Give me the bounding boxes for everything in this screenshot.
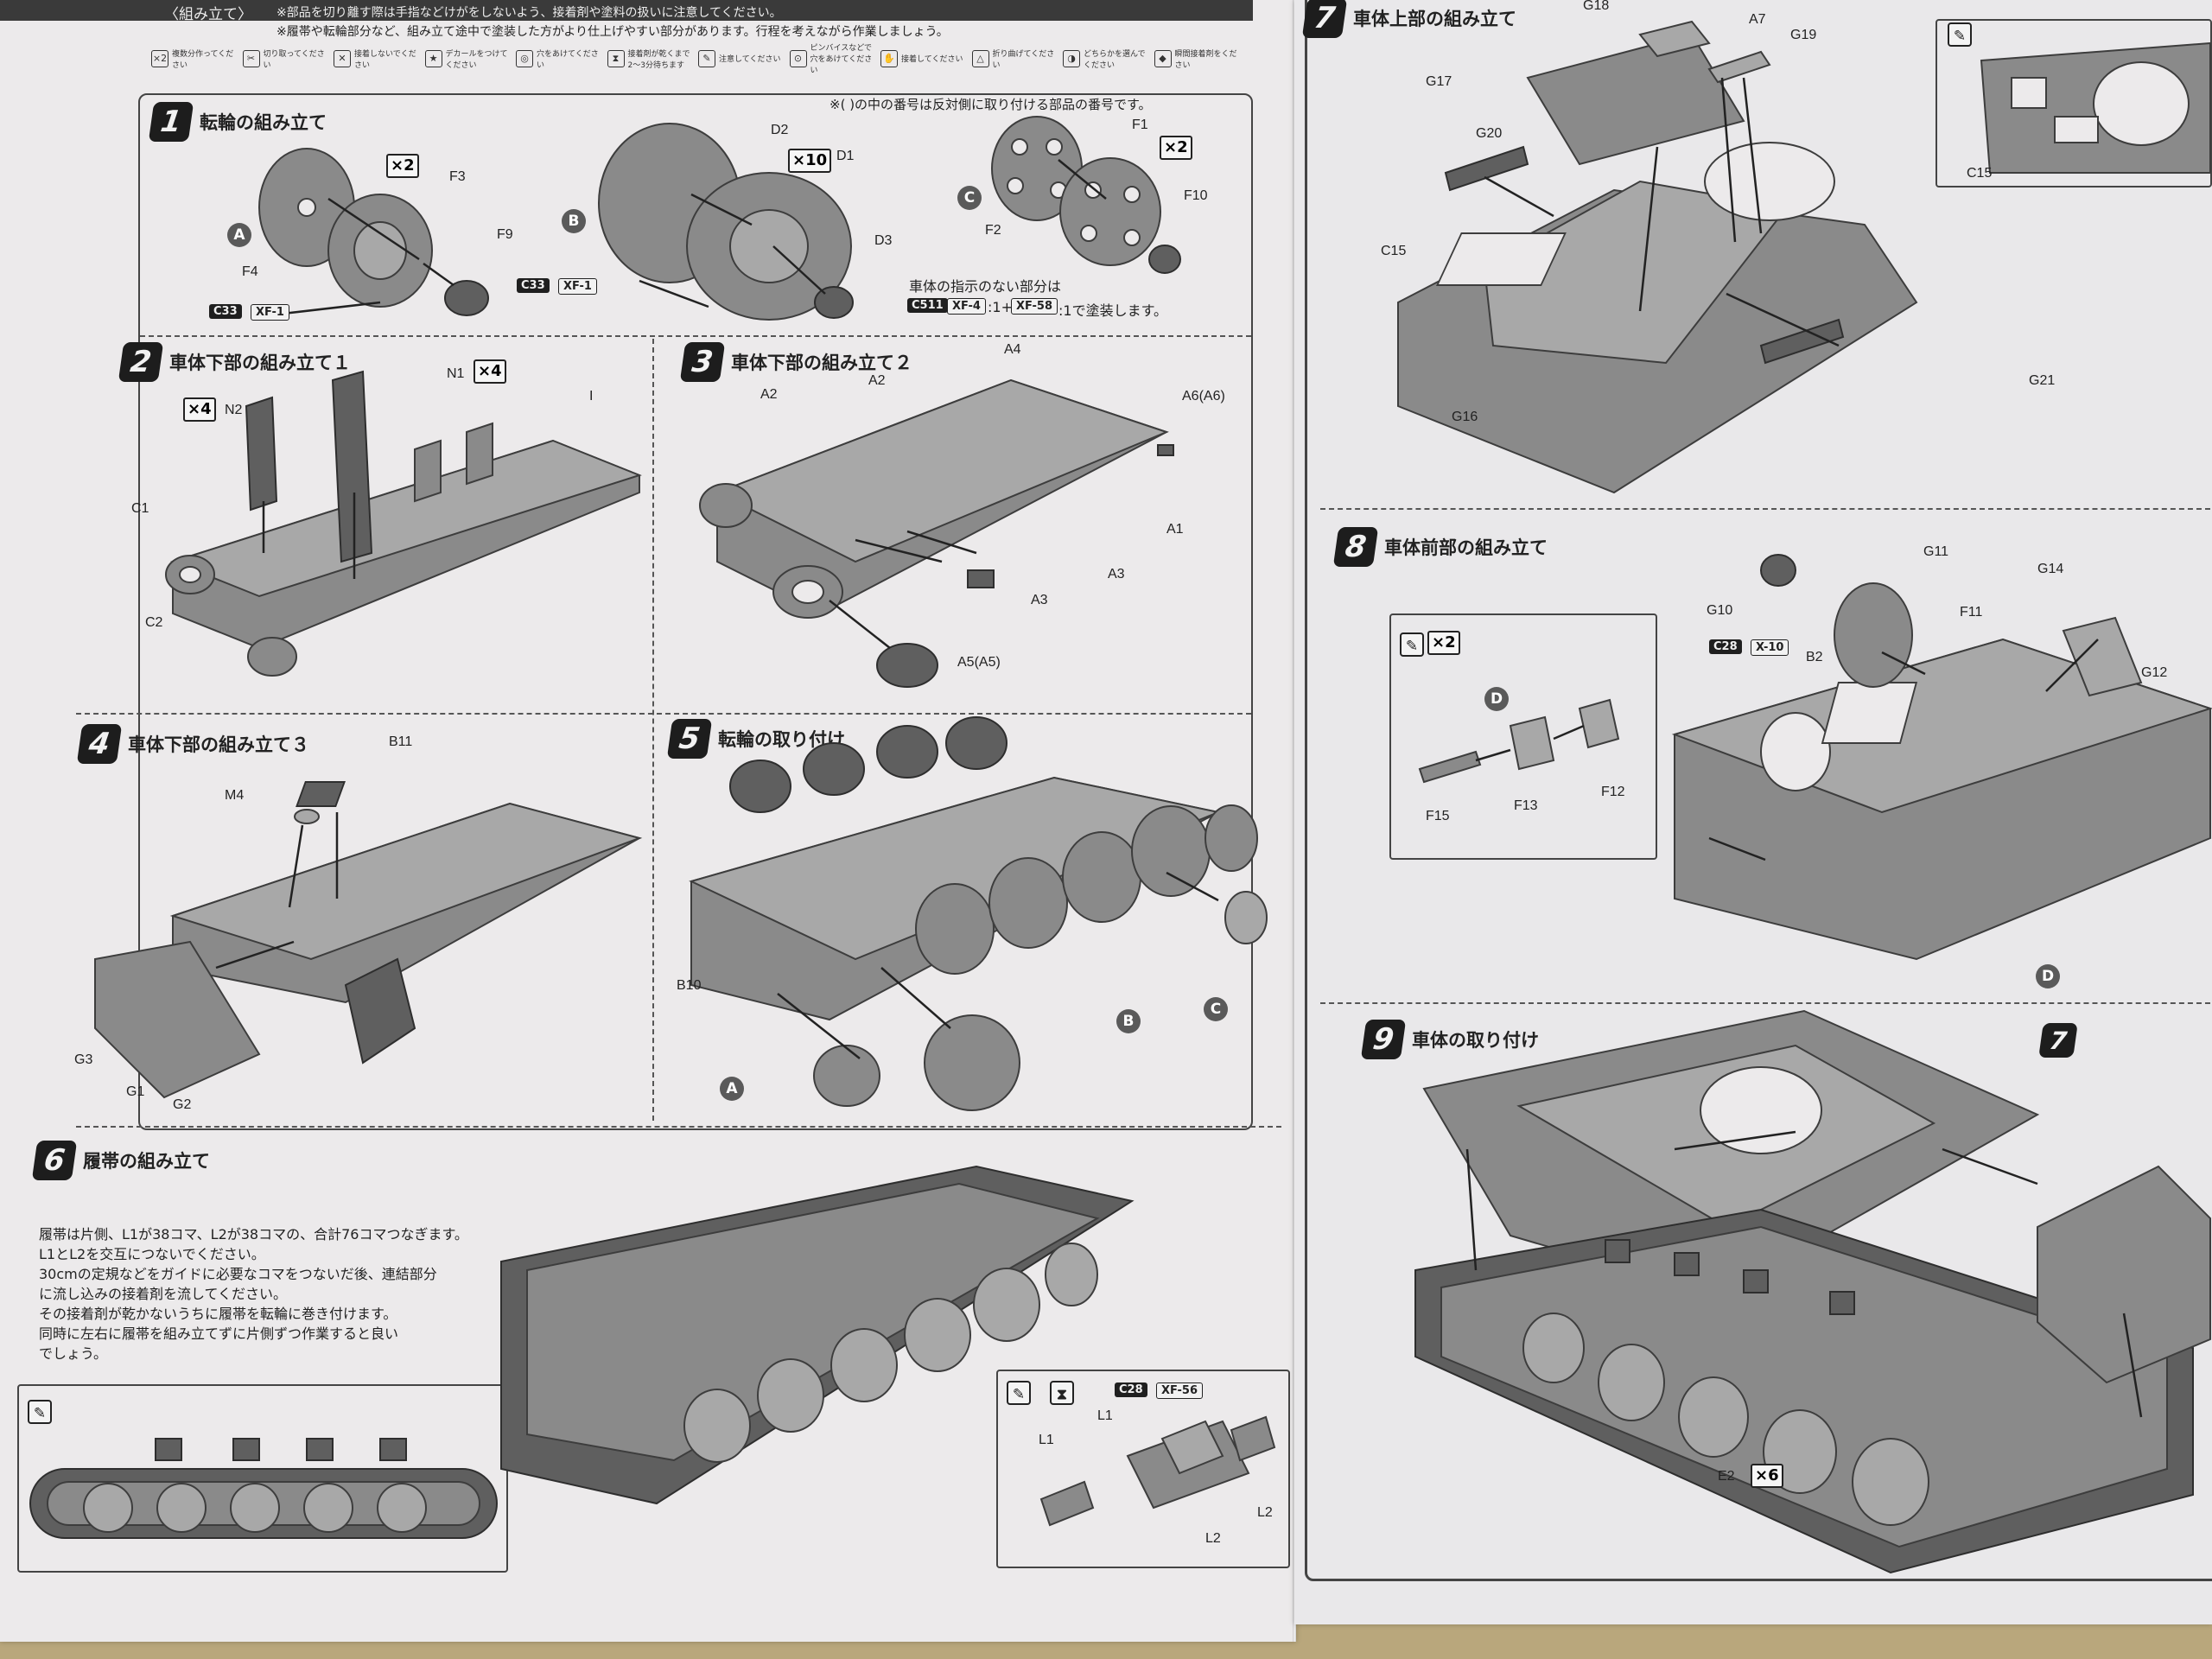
step-5-hull-drawing — [689, 716, 1268, 1111]
wheel-c-label: C — [1204, 997, 1228, 1021]
caution-icon: ✎ — [698, 49, 715, 67]
paint-code: C33 — [517, 278, 550, 293]
legend-item: △折り曲げてください — [971, 35, 1058, 82]
wait-icon: ⧗ — [1050, 1381, 1074, 1405]
instant-glue-icon: ◆ — [1154, 49, 1172, 67]
steps-1-5-frame — [138, 93, 1253, 1130]
choose-icon: ◑ — [1063, 49, 1080, 67]
step-8-detail-drawing — [1418, 698, 1620, 784]
caution-icon: ✎ — [28, 1400, 52, 1424]
steps-7-9-frame — [1305, 0, 2212, 1581]
legend-item: ✂切り取ってください — [242, 35, 329, 82]
caution-icon: ✎ — [1400, 632, 1424, 657]
caution-icon: ✎ — [1948, 22, 1972, 47]
step-8-front-hull-drawing — [1671, 554, 2212, 961]
step-8-title: 8 車体前部の組み立て — [1332, 527, 1548, 567]
step-7-detail-drawing — [1980, 41, 2211, 174]
step-7-title: 7 車体上部の組み立て — [1301, 0, 1516, 38]
step-8-detail-box — [1389, 613, 1657, 860]
step-1-title: 1 転輪の組み立て — [148, 102, 327, 142]
step-6-tracked-hull-drawing — [500, 1165, 1135, 1505]
legend-item: ✋接着してください — [880, 35, 967, 82]
wheel-a-label: A — [720, 1077, 744, 1101]
paint-code: XF-1 — [558, 278, 597, 295]
section-title: 〈組み立て〉 — [164, 6, 252, 23]
decal-icon: ★ — [424, 49, 442, 67]
track-link-drawing — [1039, 1415, 1276, 1527]
step-7-upper-hull-drawing — [1397, 20, 1918, 494]
legend-item: ✕接着しないでください — [334, 35, 420, 82]
drill-hole-icon: ◎ — [516, 49, 533, 67]
step-1-number: 1 — [148, 102, 194, 142]
step-9-number: 9 — [1360, 1020, 1407, 1059]
wheel-b-label: B — [1116, 1009, 1141, 1033]
legend-item: ✎注意してください — [698, 35, 785, 82]
caution-icon: ✎ — [1007, 1381, 1031, 1405]
step-8-number: 8 — [1332, 527, 1379, 567]
step-1-multiplier-c: ×2 — [1160, 136, 1192, 160]
step-1-wheel-a-drawing — [258, 148, 489, 317]
glue-icon: ✋ — [880, 49, 898, 67]
legend-item: ⊙ピンバイスなどで穴をあけてください — [789, 35, 876, 82]
bend-icon: △ — [971, 49, 989, 67]
header-band: 〈組み立て〉 ※部品を切り離す際は手指などけがをしないよう、接着剤や塗料の扱いに… — [0, 0, 1253, 23]
step-9-title: 9 車体の取り付け — [1360, 1020, 1539, 1059]
step-9-hull-assembly-drawing — [1414, 1009, 2211, 1574]
subassembly-d-label: D — [2036, 964, 2060, 988]
step-1-multiplier-a: ×2 — [386, 154, 419, 178]
subassembly-b-label: B — [562, 209, 586, 233]
legend-item: ⧗接着剤が乾くまで2〜3分待ちます — [607, 35, 694, 82]
paint-code: XF-1 — [251, 304, 289, 321]
step-1-wheel-c-drawing — [991, 116, 1181, 274]
left-instruction-page: 〈組み立て〉 ※部品を切り離す際は手指などけがをしないよう、接着剤や塗料の扱いに… — [0, 0, 1296, 1642]
header-line-1: ※部品を切り離す際は手指などけがをしないよう、接着剤や塗料の扱いに注意してくださ… — [276, 6, 782, 20]
subassembly-c-label: C — [957, 186, 982, 210]
no-glue-icon: ✕ — [334, 49, 351, 67]
step-2-multiplier-n1: ×4 — [474, 359, 506, 384]
step-2-title: 2 車体下部の組み立て１ — [118, 342, 351, 382]
step-2-hull-drawing — [165, 370, 642, 677]
legend-item: ◆瞬間接着剤をください — [1154, 35, 1241, 82]
step-3-hull-drawing — [699, 378, 1174, 688]
cut-icon: ✂ — [242, 49, 260, 67]
step-1-multiplier-b: ×10 — [788, 149, 832, 173]
step-1-wheel-b-drawing — [598, 123, 854, 321]
step-7-number: 7 — [1301, 0, 1348, 38]
step-6-title: 6 履帯の組み立て — [31, 1141, 210, 1180]
paint-code: C33 — [209, 304, 242, 319]
legend-item: ◑どちらかを選んでください — [1063, 35, 1149, 82]
legend-item: ◎穴をあけてください — [516, 35, 602, 82]
step-6-number: 6 — [31, 1141, 78, 1180]
track-side-view-drawing — [29, 1438, 498, 1539]
subassembly-d-label: D — [1484, 687, 1509, 711]
right-instruction-page: 7 車体上部の組み立て G18 A7 G19 G17 G20 C15 G16 G… — [1294, 0, 2212, 1624]
subassembly-a-label: A — [227, 223, 251, 247]
step-9-multiplier: ×6 — [1751, 1464, 1783, 1488]
step-8-multiplier: ×2 — [1427, 631, 1460, 655]
step-4-title: 4 車体下部の組み立て３ — [76, 724, 309, 764]
step-1-note: ※( )の中の番号は反対側に取り付ける部品の番号です。 — [830, 97, 1152, 112]
header-line-2: ※履帯や転輪部分など、組み立て途中で塗装した方がより仕上げやすい部分があります。… — [276, 25, 949, 39]
step-3-title: 3 車体下部の組み立て２ — [679, 342, 912, 382]
multiple-icon: ×2 — [151, 49, 168, 67]
track-link-detail-box — [996, 1370, 1290, 1568]
step-2-multiplier-n2: ×4 — [183, 397, 216, 422]
track-detail-box — [17, 1384, 508, 1573]
pin-vise-icon: ⊙ — [789, 49, 807, 67]
step-4-hull-drawing — [94, 781, 643, 1099]
legend-item: ★デカールをつけてください — [424, 35, 512, 82]
wait-icon: ⧗ — [607, 49, 625, 67]
